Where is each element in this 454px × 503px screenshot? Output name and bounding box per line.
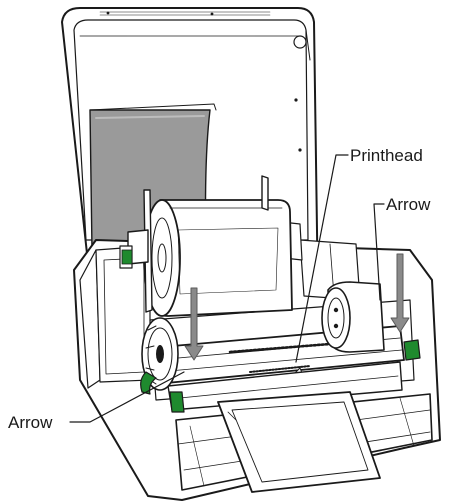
arrow-label-right: Arrow [386,195,431,214]
green-latches [140,339,421,413]
right-ribbon-gear [321,281,385,353]
printhead-label: Printhead [350,146,423,165]
left-ribbon-gear [141,317,179,391]
arrow-label-left: Arrow [8,413,53,432]
top-cover [61,7,319,301]
label-sheet [217,391,381,493]
arrow-right [390,253,410,333]
callout-lines [69,154,385,423]
arrow-left [184,287,204,361]
label-roll [119,175,293,317]
